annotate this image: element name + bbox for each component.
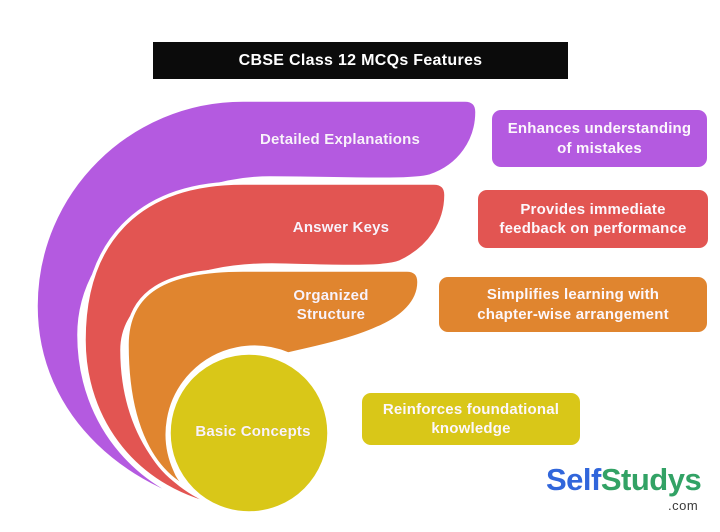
arc-detailed-explanations [34,98,479,514]
arc-label-text: Detailed Explanations [259,131,421,148]
benefit-box-answer-keys: Provides immediate feedback on performan… [478,190,708,248]
benefit-line: feedback on performance [499,220,687,237]
benefit-line: knowledge [431,420,511,437]
arc-label-text: Structure [296,305,366,323]
arc-label-answer-keys: Answer Keys [261,219,421,238]
arc-label-basic-concepts: Basic Concepts [173,423,333,442]
arc-label-detailed-explanations: Detailed Explanations [240,131,440,150]
logo-self: Self [546,462,601,497]
logo-com-suffix: .com [668,498,699,513]
benefit-line: of mistakes [557,139,642,157]
selfstudys-logo: SelfStudys [546,462,702,498]
benefit-line: Provides immediate [520,200,666,218]
arc-label-text: Basic Concepts [195,423,311,440]
arc-label-text: Answer Keys [292,219,390,236]
benefit-line: chapter-wise arrangement [477,305,669,323]
arc-answer-keys [82,181,448,510]
benefit-box-detailed-explanations: Enhances understanding of mistakes [492,110,707,167]
arc-label-organized-structure: Organized Structure [271,287,391,325]
benefit-line: Reinforces foundational [382,400,560,418]
page-title: CBSE Class 12 MCQs Features [153,42,568,79]
logo-studys: Studys [600,462,702,497]
benefit-box-basic-concepts: Reinforces foundational knowledge [362,393,580,445]
benefit-line: Enhances understanding [507,120,692,137]
circle-basic-concepts [167,351,331,515]
arc-label-text: Organized [293,287,369,304]
benefit-box-organized-structure: Simplifies learning with chapter-wise ar… [439,277,707,332]
benefit-line: Simplifies learning with [486,286,660,303]
